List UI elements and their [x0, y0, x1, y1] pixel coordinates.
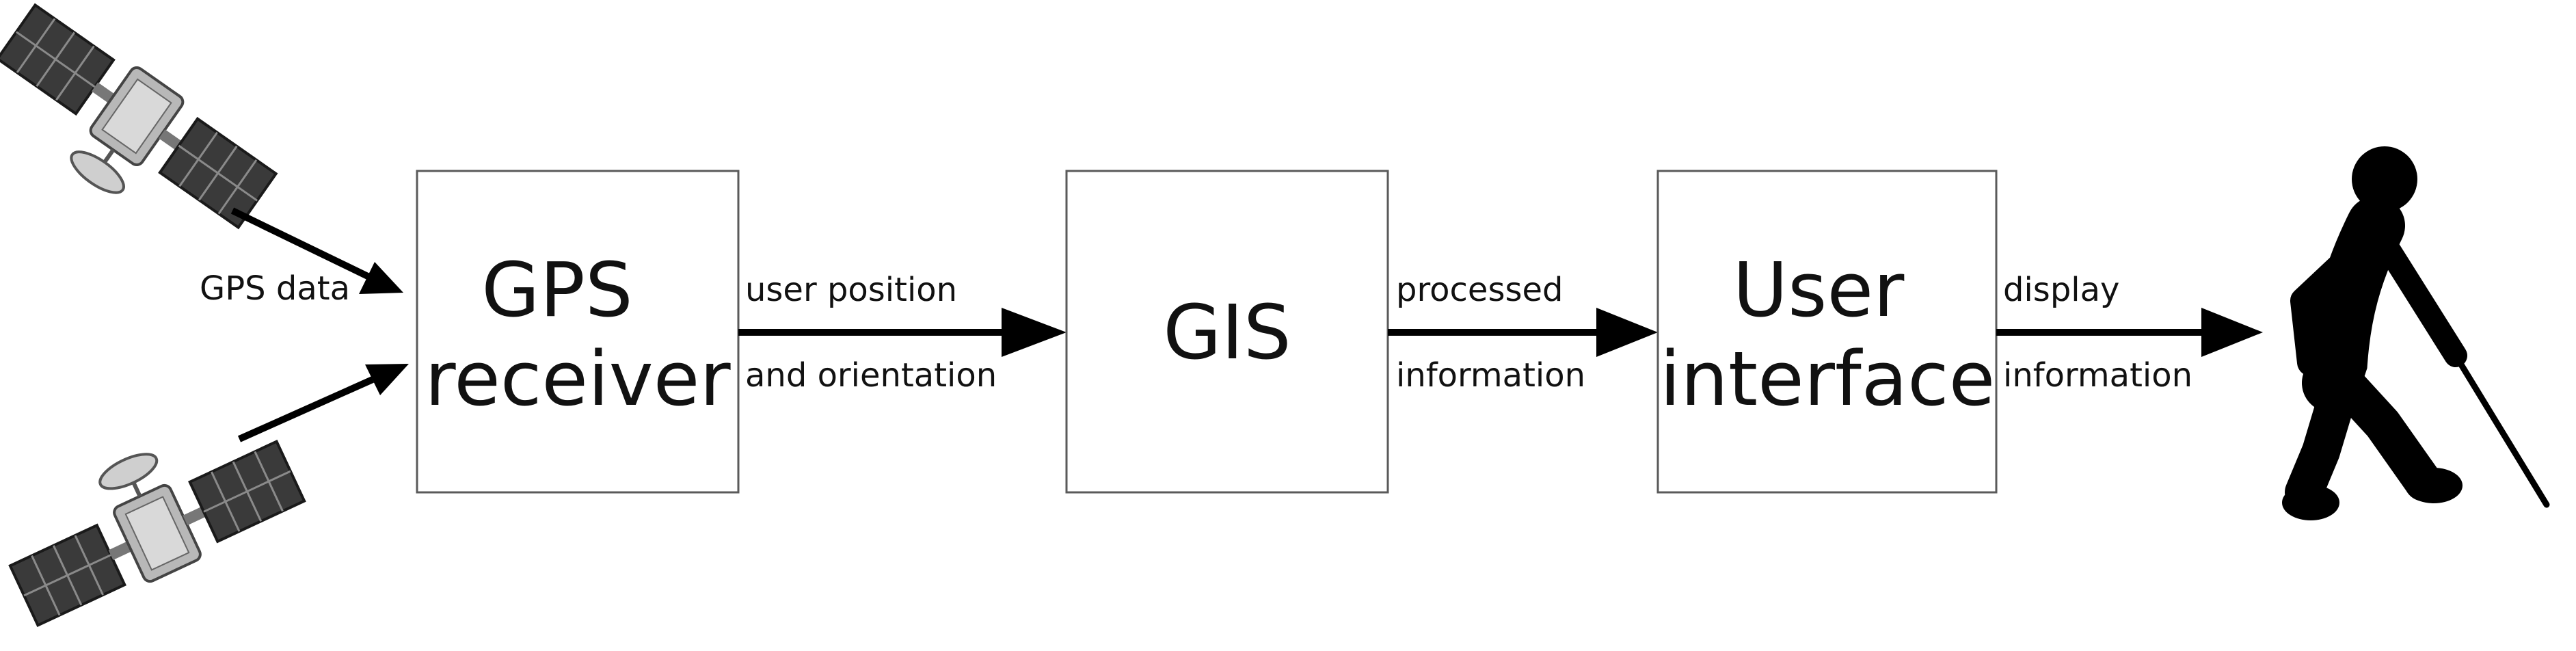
- satellite-dish: [70, 150, 125, 194]
- node-gps-receiver: GPS receiver: [416, 170, 740, 494]
- person-arm-front: [2371, 228, 2467, 367]
- node-user-interface: User interface: [1656, 170, 1998, 494]
- edge-label-gis-ui-line1: processed: [1396, 271, 1563, 309]
- arrow-ui-to-user: [1996, 308, 2263, 357]
- satellite-icon-top: [0, 3, 278, 230]
- solar-panel-right: [188, 439, 306, 544]
- edge-label-receiver-gis-line1: user position: [745, 271, 957, 309]
- person-leg-back: [2285, 364, 2361, 512]
- solar-panel-right: [158, 116, 278, 230]
- arrow-satellite-bottom-to-receiver: [237, 364, 409, 442]
- node-gps-receiver-line1: GPS: [481, 246, 632, 334]
- arrow-gis-to-ui: [1388, 308, 1658, 357]
- blind-person-with-cane-icon: [2282, 146, 2550, 520]
- person-foot-back: [2282, 485, 2339, 520]
- person-head: [2352, 146, 2417, 212]
- node-gis-label: GIS: [1163, 289, 1291, 376]
- node-user-interface-line1: User: [1733, 246, 1905, 334]
- person-arm-back: [2290, 232, 2376, 376]
- node-gis: GIS: [1065, 170, 1389, 494]
- arrow-satellite-top-to-receiver: [230, 207, 403, 294]
- cane: [2452, 352, 2550, 508]
- edge-label-ui-user-line1: display: [2003, 271, 2119, 309]
- edge-label-ui-user-line2: information: [2003, 356, 2192, 395]
- person-foot-front: [2405, 468, 2463, 503]
- solar-panel-left: [8, 523, 126, 628]
- arrow-receiver-to-gis: [738, 308, 1066, 357]
- solar-panel-left: [0, 3, 116, 116]
- edge-label-gis-ui-line2: information: [1396, 356, 1585, 395]
- node-gps-receiver-line2: receiver: [425, 335, 731, 423]
- edge-label-gps-data: GPS data: [200, 269, 350, 308]
- node-user-interface-line2: interface: [1660, 335, 1996, 423]
- satellite-dish: [98, 453, 159, 490]
- person-leg-front: [2326, 364, 2443, 501]
- edge-label-receiver-gis-line2: and orientation: [745, 356, 997, 395]
- satellite-icon-bottom: [8, 439, 306, 628]
